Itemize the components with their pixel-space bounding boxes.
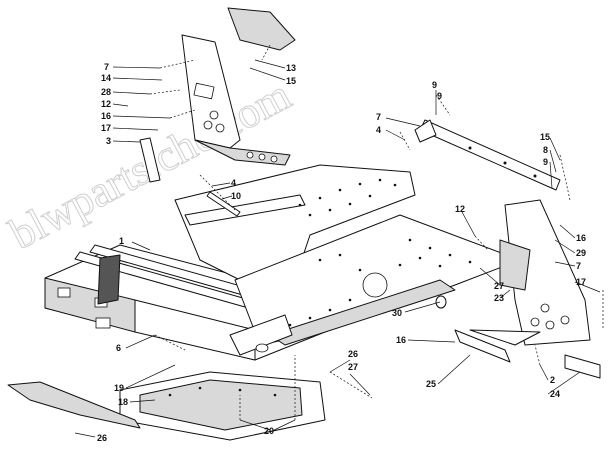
callout-3: 3 bbox=[106, 136, 111, 146]
callout-12-right: 12 bbox=[455, 204, 465, 214]
callout-9-top: 9 bbox=[437, 91, 442, 101]
callout-1: 1 bbox=[119, 236, 124, 246]
callout-6: 7 bbox=[376, 112, 381, 122]
callout-23: 25 bbox=[426, 379, 436, 389]
callout-27: 27 bbox=[348, 362, 358, 372]
callout-7-left: 7 bbox=[104, 62, 109, 72]
callout-17-right: 17 bbox=[576, 277, 586, 287]
callout-15-right: 15 bbox=[540, 132, 550, 142]
bracket-23 bbox=[454, 329, 511, 363]
callout-29: 29 bbox=[576, 248, 586, 258]
frame-assembly bbox=[44, 164, 521, 361]
callout-11: 10 bbox=[231, 191, 241, 201]
callout-16-right: 16 bbox=[576, 233, 586, 243]
callout-16-left: 16 bbox=[101, 111, 111, 121]
callout-17-left: 17 bbox=[101, 123, 111, 133]
strap-24 bbox=[564, 354, 601, 379]
tube-3 bbox=[139, 137, 161, 183]
callout-21: 23 bbox=[494, 293, 504, 303]
callout-labels: 7 14 28 12 16 17 3 13 15 4 10 1 6 19 18 … bbox=[97, 62, 586, 443]
callout-2: 2 bbox=[550, 375, 555, 385]
callout-5: 6 bbox=[116, 343, 121, 353]
callout-22: 26 bbox=[97, 433, 107, 443]
callout-20: 20 bbox=[264, 426, 274, 436]
front-bumper-guard bbox=[7, 381, 141, 429]
callout-14: 14 bbox=[101, 73, 111, 83]
callout-8: 8 bbox=[543, 145, 548, 155]
leader-lines bbox=[74, 44, 604, 438]
callout-26: 26 bbox=[348, 349, 358, 359]
callout-28: 28 bbox=[101, 87, 111, 97]
bolt-11 bbox=[206, 191, 241, 217]
callout-18: 18 bbox=[118, 397, 128, 407]
callout-19: 19 bbox=[114, 383, 124, 393]
callout-10: 9 bbox=[432, 80, 437, 90]
steering-support-bracket bbox=[181, 7, 296, 166]
plug-30 bbox=[435, 295, 447, 309]
callout-24: 24 bbox=[550, 389, 560, 399]
callout-4-right: 4 bbox=[376, 125, 381, 135]
right-support-bracket bbox=[499, 199, 591, 346]
belly-pan bbox=[119, 371, 326, 441]
callout-13: 13 bbox=[286, 63, 296, 73]
callout-9-right: 9 bbox=[543, 157, 548, 167]
callout-25: 27 bbox=[494, 281, 504, 291]
callout-12-left: 12 bbox=[101, 99, 111, 109]
callout-4-mid: 4 bbox=[231, 178, 236, 188]
callout-15-top: 15 bbox=[286, 76, 296, 86]
callout-30: 30 bbox=[392, 308, 402, 318]
cross-bar bbox=[414, 119, 561, 191]
callout-7-right: 7 bbox=[576, 261, 581, 271]
gusset-right bbox=[469, 329, 541, 346]
callout-16-bottom: 16 bbox=[396, 335, 406, 345]
